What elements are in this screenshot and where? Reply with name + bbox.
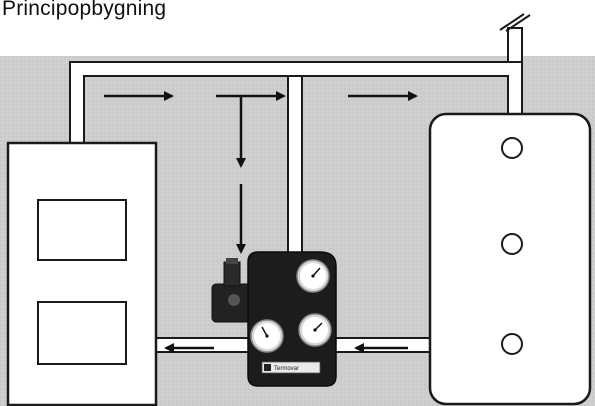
left-gauge [250, 319, 284, 353]
brand-plate [261, 361, 321, 374]
right-gauge [298, 313, 332, 347]
flow-arrows [104, 91, 418, 353]
charging-unit: Termovar [211, 251, 337, 387]
storage-tank [428, 112, 592, 406]
tank-port-bottom [501, 333, 523, 355]
boiler [6, 141, 158, 406]
diagram-title: Principopbygning [2, 0, 167, 20]
vent-cap [499, 13, 531, 32]
top-gauge [296, 259, 330, 293]
brand-label: Termovar [274, 366, 299, 372]
boiler-upper-door [37, 199, 127, 261]
pipe-bypass-loop [287, 75, 303, 259]
tank-port-top [501, 137, 523, 159]
boiler-lower-door [37, 301, 127, 365]
tank-port-middle [501, 233, 523, 255]
vent-stack [507, 27, 523, 63]
